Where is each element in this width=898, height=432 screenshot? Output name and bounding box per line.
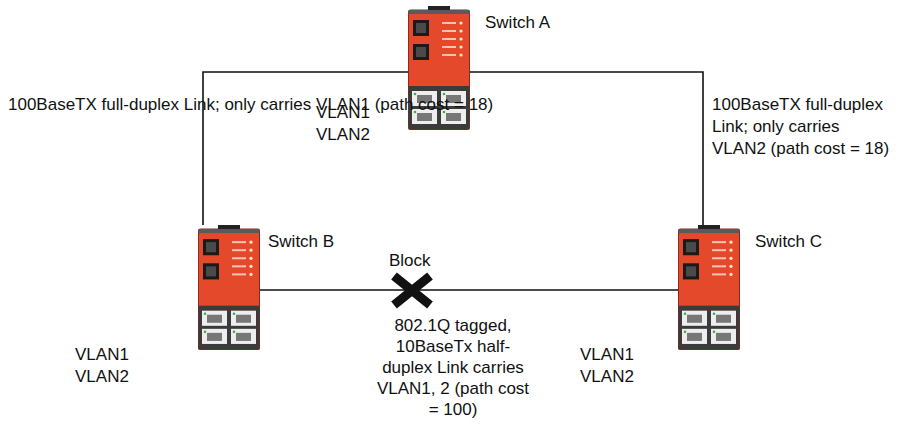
link-label: 100BaseTX full-duplex Link; only carries… xyxy=(712,94,898,160)
network-link xyxy=(203,72,408,225)
text-line: 10BaseTx xyxy=(396,337,477,356)
text-line: 100BaseTX xyxy=(8,95,102,114)
text-line: VLAN1 xyxy=(75,344,129,366)
network-link xyxy=(260,289,678,291)
text-line: VLAN1 xyxy=(580,344,634,366)
text-line: VLAN2 xyxy=(316,124,370,146)
switch-name: Switch C xyxy=(755,231,822,253)
switch-device xyxy=(678,225,740,350)
text-line: 100BaseTX xyxy=(712,95,806,114)
text-line: full-duplex Link; xyxy=(102,95,225,114)
text-line: Switch C xyxy=(755,231,822,253)
switch-node: Switch BVLAN1 VLAN2 xyxy=(198,225,260,350)
block-cross xyxy=(394,276,430,305)
text-line: only carries VLAN1 xyxy=(224,95,374,114)
text-line: (path cost = 18) xyxy=(375,95,494,114)
text-line: 802.1Q tagged, xyxy=(394,316,511,335)
switch-name: Switch A xyxy=(485,12,550,34)
text-line: Switch B xyxy=(268,231,334,253)
link-label: 802.1Q tagged, 10BaseTx half-duplex Link… xyxy=(373,315,533,420)
vlan-list: VLAN1 VLAN2 xyxy=(580,344,634,388)
switch-device xyxy=(198,225,260,350)
switch-name: Switch B xyxy=(268,231,334,253)
text-line: VLAN2 xyxy=(580,366,634,388)
switch-node: Switch CVLAN1 VLAN2 xyxy=(678,225,740,350)
link-label: 100BaseTX full-duplex Link; only carries… xyxy=(8,94,493,116)
network-link xyxy=(470,72,703,225)
text-line: VLAN2 xyxy=(75,366,129,388)
vlan-list: VLAN1 VLAN2 xyxy=(75,344,129,388)
block-label: Block xyxy=(389,250,431,272)
text-line: Switch A xyxy=(485,12,550,34)
text-line: (path cost = 18) xyxy=(771,139,890,158)
